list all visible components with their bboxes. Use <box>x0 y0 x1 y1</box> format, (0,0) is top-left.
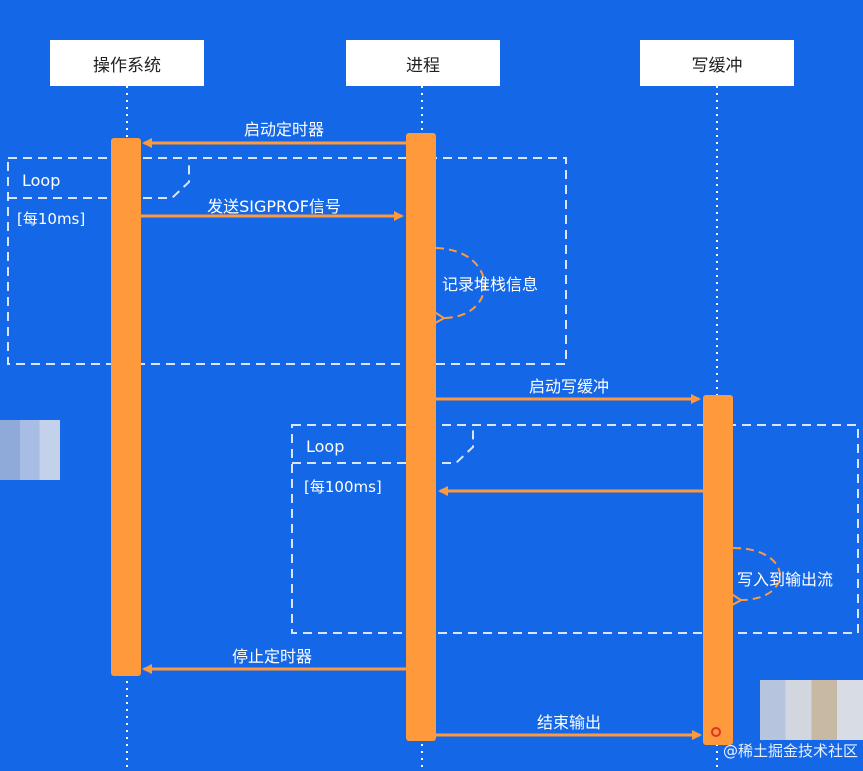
msg-start-buffer: 启动写缓冲 <box>529 377 609 396</box>
msg-record-stack-arrow <box>436 247 486 318</box>
msg-start-timer: 启动定时器 <box>244 120 324 139</box>
activation-write-buffer <box>703 395 733 745</box>
activation-process <box>406 133 436 741</box>
mosaic-patch-left <box>0 420 60 480</box>
participant-write-buffer: 写缓冲 <box>640 40 794 86</box>
participant-os: 操作系统 <box>50 40 204 86</box>
loop-frame-10ms: Loop [每10ms] <box>7 157 567 365</box>
msg-end-output: 结束输出 <box>537 713 601 732</box>
activation-os <box>111 138 141 676</box>
participant-process: 进程 <box>346 40 500 86</box>
loop-guard: [每100ms] <box>304 478 382 496</box>
mosaic-patch-right <box>760 680 863 740</box>
loop-frame-100ms: Loop [每100ms] <box>291 424 859 634</box>
msg-record-stack: 记录堆栈信息 <box>442 275 538 294</box>
msg-send-signal: 发送SIGPROF信号 <box>207 197 341 216</box>
msg-write-stream: 写入到输出流 <box>737 570 833 589</box>
loop-label: Loop <box>22 171 60 190</box>
end-marker <box>711 727 721 737</box>
msg-stop-timer: 停止定时器 <box>232 647 312 666</box>
watermark: @稀土掘金技术社区 <box>723 742 858 760</box>
loop-label: Loop <box>306 437 344 456</box>
loop-guard: [每10ms] <box>17 210 85 228</box>
msg-write-stream-arrow <box>733 547 781 600</box>
